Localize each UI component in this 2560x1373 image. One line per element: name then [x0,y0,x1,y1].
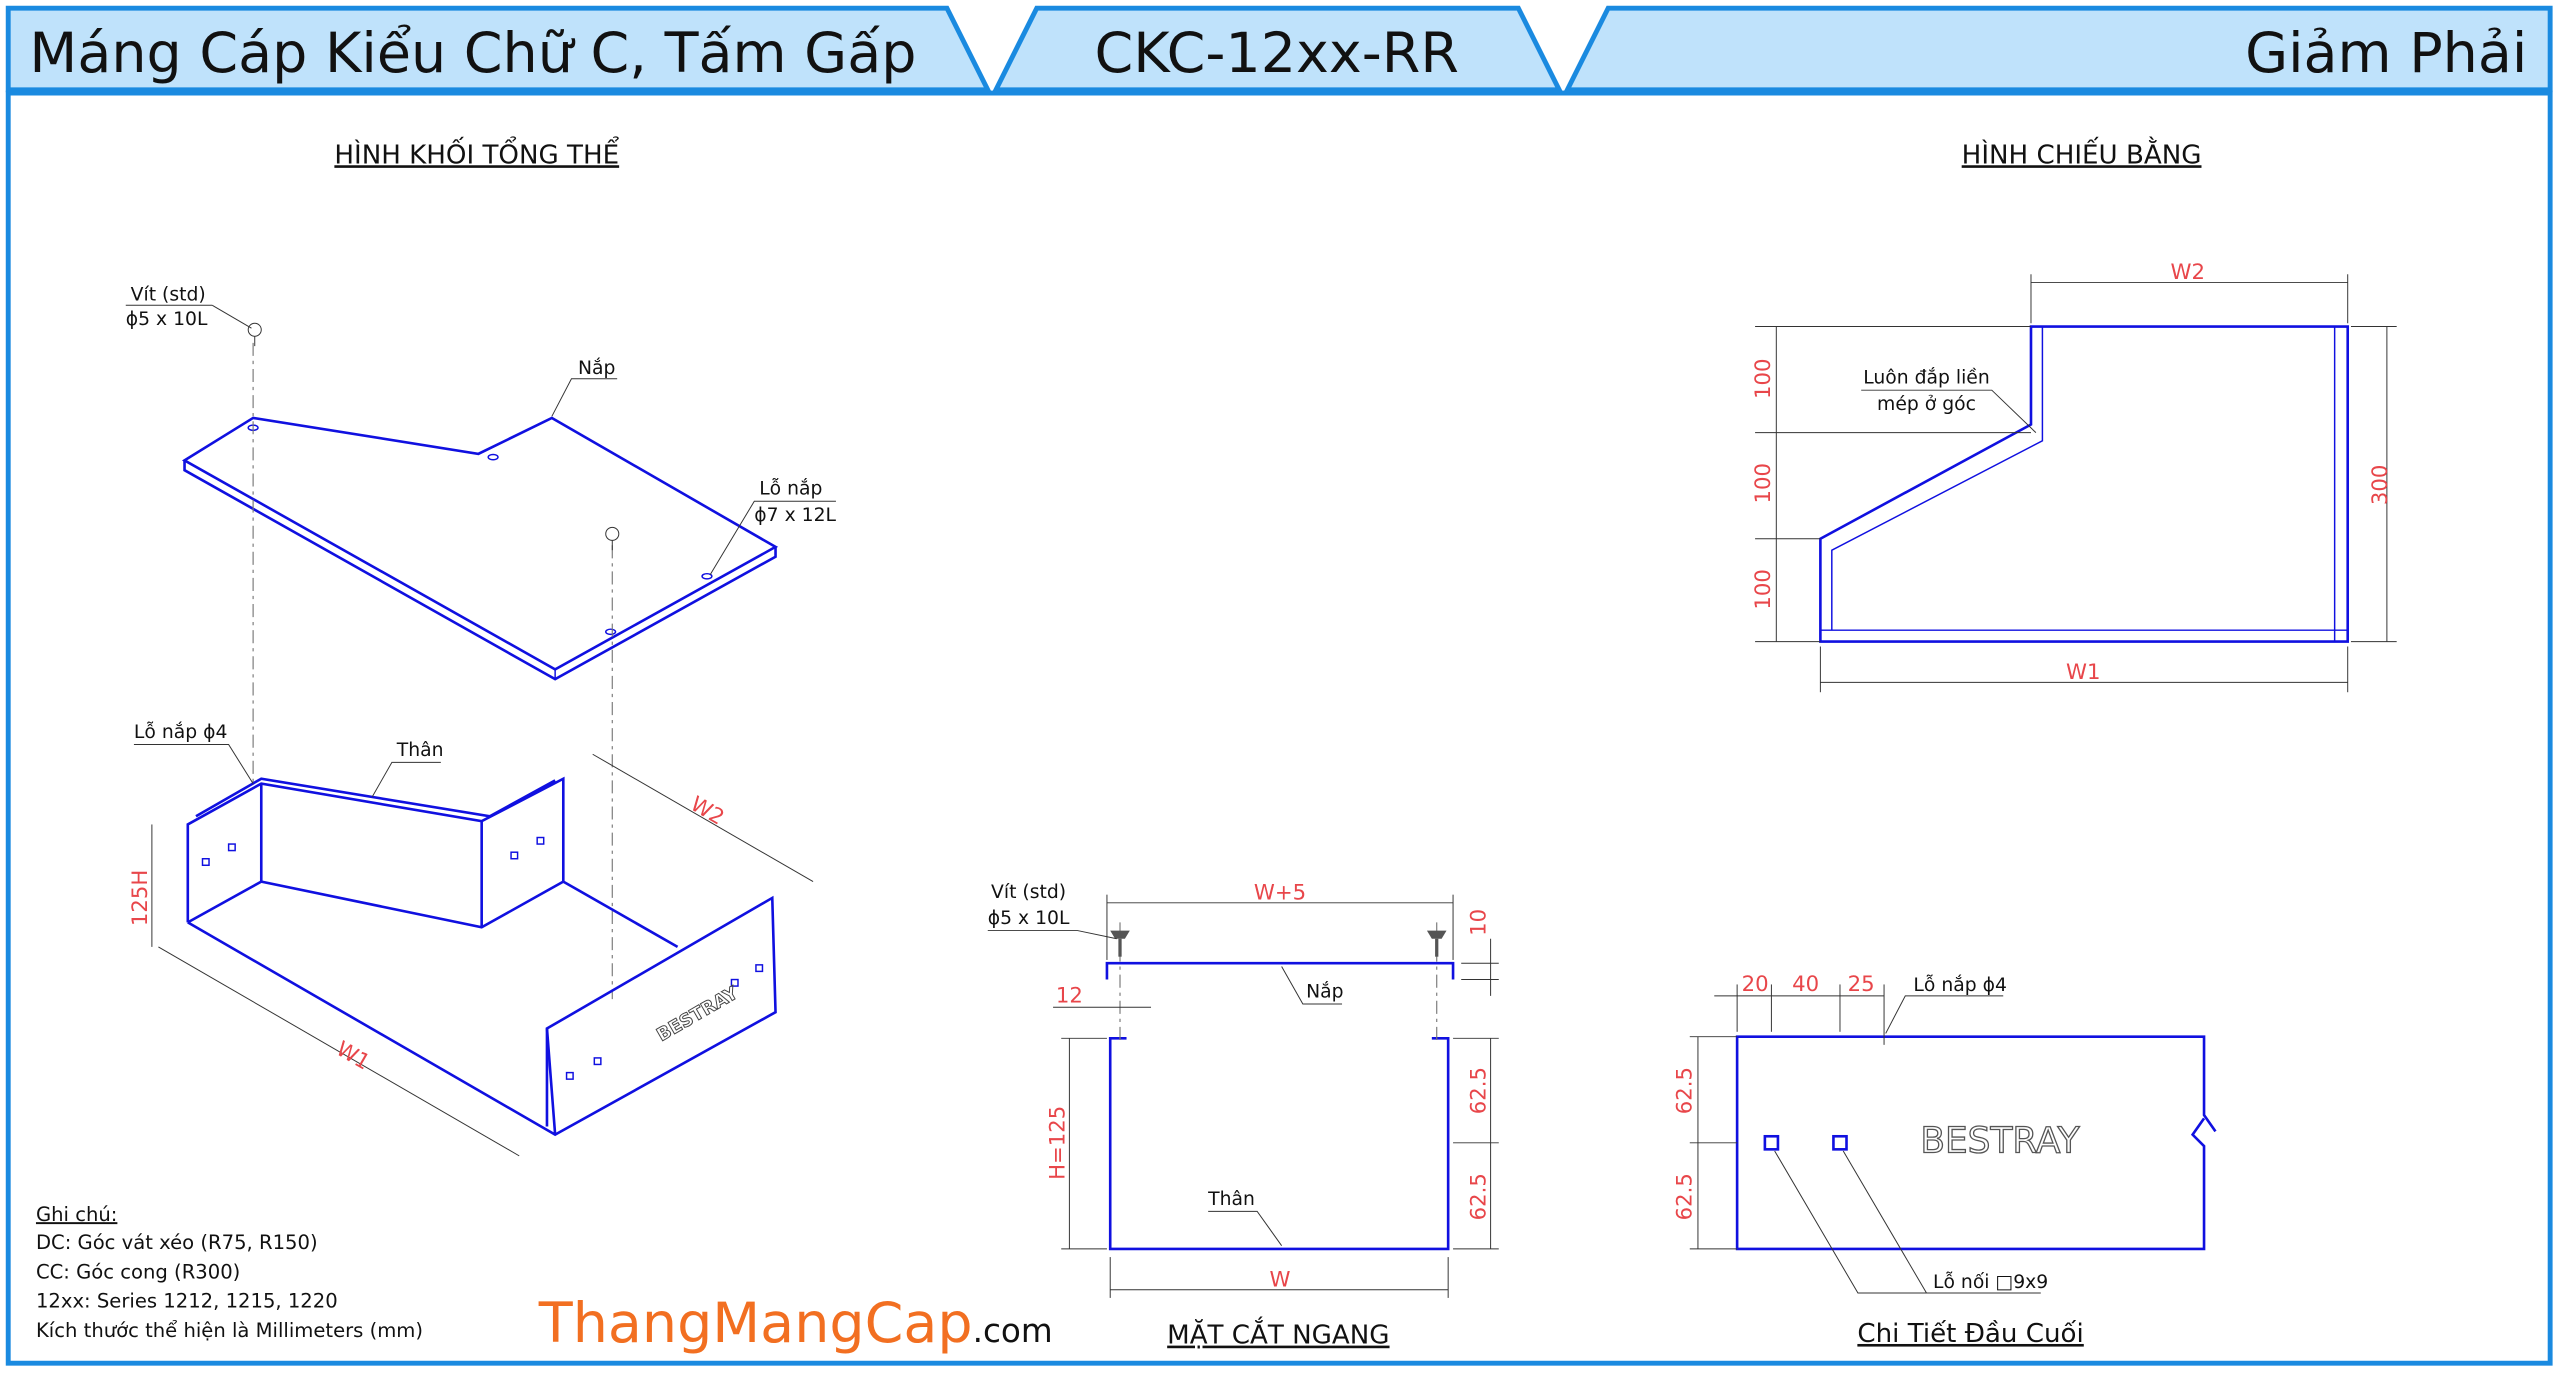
dim-w1: W1 [332,1037,374,1076]
sheet-frame [5,90,2553,1366]
type-box [1563,5,2553,93]
corner-note: Luôn đắp liền [1863,366,1990,389]
dim-100: 100 [1751,359,1776,400]
dim-w: W [1270,1267,1291,1292]
screw-icon [1426,930,1447,957]
bestray-logo: BESTRAY [1920,1121,2079,1162]
body-panel [186,776,565,923]
dim-w-plus-5: W+5 [1254,881,1306,906]
dim-300: 300 [2368,465,2393,506]
cover-panel [181,416,779,671]
label-screw: Vít (std) [991,882,1066,903]
dim-w2: W2 [2170,260,2204,285]
product-type: Giảm Phải [2245,21,2527,86]
dim-10: 10 [1467,909,1492,936]
label-cover: Nắp [1306,980,1343,1003]
dim-height: 125H [128,870,153,926]
label-screw: Vít (std) [131,284,206,305]
label-body: Thân [1207,1189,1255,1210]
dim-100: 100 [1751,463,1776,504]
brand-suffix: .com [973,1312,1053,1350]
dim-w2: W2 [686,792,728,831]
note-line: 12xx: Series 1212, 1215, 1220 [36,1290,338,1313]
end-detail-view: Chi Tiết Đầu Cuối BESTRAY 20 40 25 Lỗ nắ… [1672,972,2217,1349]
label-screw-size: ϕ5 x 10L [988,908,1070,929]
label-cover-hole-size: ϕ7 x 12L [754,505,836,526]
section-view: MẶT CẮT NGANG Vít (std) ϕ5 x 10L W+5 10 … [988,881,1499,1351]
plan-view-title: HÌNH CHIẾU BẰNG [1962,135,2202,170]
iso-view: HÌNH KHỐI TỔNG THỂ BESTRAY 125H W1 W2 Ví… [126,135,837,1157]
label-cover-hole: Lỗ nắp ϕ4 [1913,973,2007,996]
screw-icon [247,322,262,347]
plan-view: HÌNH CHIẾU BẰNG W2 300 W1 100 100 100 Lu… [1751,135,2397,693]
corner-note: mép ở góc [1877,394,1976,415]
dim-12: 12 [1056,983,1083,1008]
screw-icon [1110,930,1130,957]
note-line: CC: Góc cong (R300) [36,1260,240,1283]
dim-62-5: 62.5 [1672,1067,1697,1114]
label-cover: Nắp [578,356,615,379]
dim-62-5: 62.5 [1672,1173,1697,1220]
label-screw-size: ϕ5 x 10L [126,309,208,330]
title-box [5,5,992,93]
dim-25: 25 [1848,972,1875,997]
note-line: DC: Góc vát xéo (R75, R150) [36,1231,318,1254]
title-bar: Máng Cáp Kiểu Chữ C, Tấm Gấp CKC-12xx-RR… [5,5,2553,93]
label-body: Thân [396,740,444,761]
label-cover-hole: Lỗ nắp [759,477,822,500]
dim-20: 20 [1742,972,1769,997]
screw-icon [605,526,620,551]
product-code: CKC-12xx-RR [1095,21,1459,86]
dim-100: 100 [1751,569,1776,610]
joint-hole [1763,1134,1780,1151]
joint-hole [1832,1134,1848,1151]
dim-h: H=125 [1045,1106,1070,1180]
code-box [991,5,1564,93]
notes-heading: Ghi chú: [36,1203,117,1226]
product-title: Máng Cáp Kiểu Chữ C, Tấm Gấp [29,21,916,86]
label-body-hole: Lỗ nắp ϕ4 [134,720,228,743]
dim-w1: W1 [2066,660,2100,685]
notes: Ghi chú: DC: Góc vát xéo (R75, R150) CC:… [36,1203,423,1342]
note-line: Kích thước thể hiện là Millimeters (mm) [36,1319,423,1342]
end-detail-title: Chi Tiết Đầu Cuối [1857,1319,2083,1349]
dim-62-5: 62.5 [1467,1173,1492,1220]
brand-watermark: ThangMangCap.com [538,1291,1053,1356]
iso-view-title: HÌNH KHỐI TỔNG THỂ [334,135,619,170]
brand-name: ThangMangCap [538,1291,973,1356]
label-joint-hole: Lỗ nối □9x9 [1933,1271,2048,1293]
dim-62-5: 62.5 [1467,1067,1492,1114]
section-body [1108,1037,1450,1251]
section-cover [1105,961,1455,980]
section-view-title: MẶT CẮT NGANG [1167,1316,1389,1351]
dim-40: 40 [1792,972,1819,997]
bestray-logo: BESTRAY [653,982,742,1046]
